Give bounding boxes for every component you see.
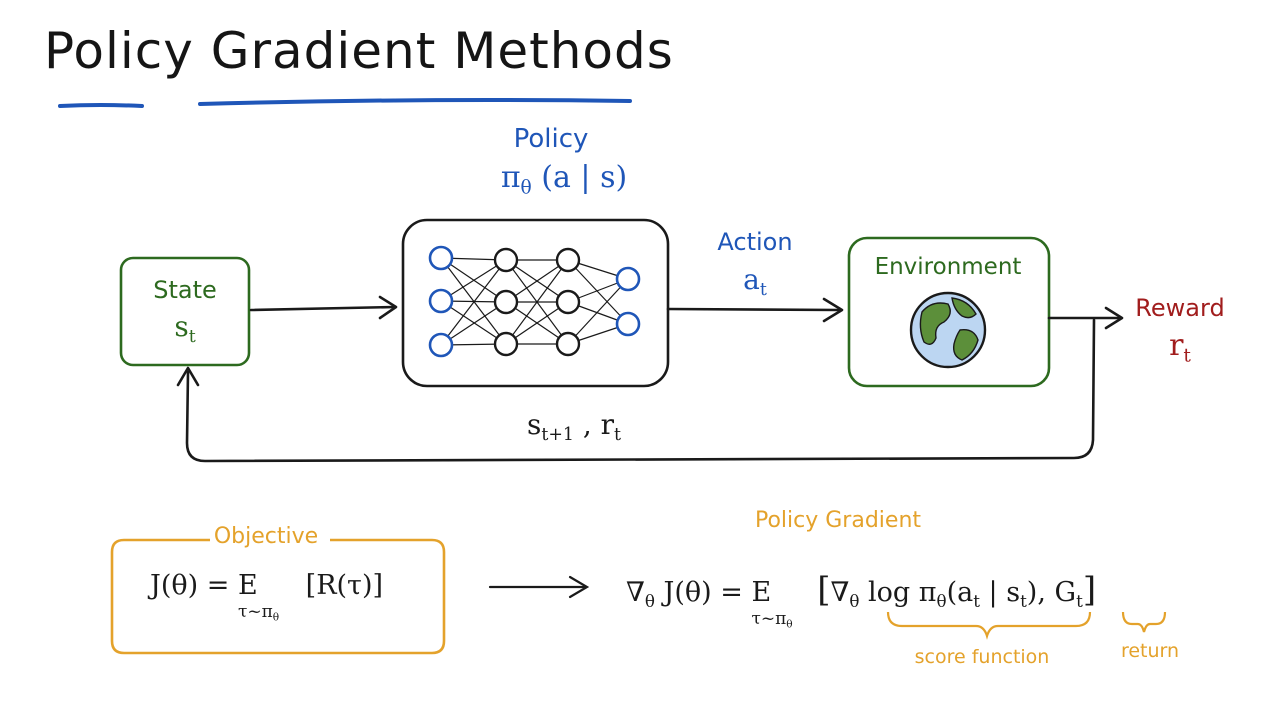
gradient-score-nabla: ∇ — [830, 577, 850, 608]
feedback-label: st+1 , rt — [527, 408, 621, 445]
reward-symbol-r: r — [1169, 328, 1184, 363]
feedback-r-sub: t — [614, 425, 622, 446]
flow-arrows — [176, 295, 1124, 463]
return-brace — [1121, 611, 1167, 633]
gradient-args-close: ), — [1026, 577, 1055, 608]
environment-label: Environment — [874, 254, 1022, 280]
policy-formula: πθ (a | s) — [501, 160, 627, 199]
feedback-loop-arrow — [185, 318, 1096, 463]
page-title: Policy Gradient Methods — [44, 22, 674, 80]
gradient-E: E — [751, 577, 772, 608]
input-node — [428, 288, 454, 314]
action-symbol: at — [743, 263, 767, 300]
hidden-node — [493, 331, 519, 357]
reward-symbol-sub: t — [1183, 345, 1191, 367]
input-node — [428, 332, 454, 358]
policy-theta: θ — [520, 177, 532, 199]
objective-E-sub: τ~πθ — [238, 602, 279, 624]
gradient-pi-theta: θ — [936, 590, 947, 611]
arrow-policy-to-environment — [666, 307, 842, 312]
state-symbol-s: s — [174, 310, 189, 343]
state-label: State — [153, 276, 217, 304]
objective-E: E — [237, 570, 258, 601]
feedback-s-sub: t+1 — [541, 425, 574, 446]
gradient-nabla: ∇ — [626, 577, 645, 608]
policy-label: Policy — [513, 124, 589, 154]
gradient-a-sub: t — [973, 590, 980, 611]
output-node — [615, 311, 641, 337]
state-symbol: st — [174, 310, 195, 347]
objective-lhs: J(θ) = — [150, 570, 238, 601]
hidden-node — [555, 331, 581, 357]
gradient-lhs: J(θ) = — [654, 577, 752, 608]
score-function-brace — [886, 611, 1092, 640]
policy-args: (a | s) — [541, 160, 628, 195]
policy-gradient-label: Policy Gradient — [754, 508, 922, 533]
reward-label: Reward — [1135, 294, 1225, 322]
objective-E-sub-text: τ~π — [237, 602, 273, 622]
score-function-label: score function — [914, 646, 1050, 668]
gradient-bar-s: | s — [979, 577, 1021, 608]
gradient-s-sub: t — [1020, 590, 1027, 611]
network-hidden-nodes — [493, 247, 581, 357]
globe-icon — [909, 291, 987, 369]
objective-E-sub-theta: θ — [272, 611, 280, 624]
action-label: Action — [717, 228, 793, 256]
title-underline-left — [58, 103, 144, 108]
policy-network-box — [401, 218, 670, 388]
objective-to-gradient-arrow — [488, 575, 590, 599]
arrow-state-to-policy — [249, 305, 396, 312]
output-node — [615, 266, 641, 292]
gradient-close-bracket: ] — [1082, 570, 1097, 610]
action-symbol-a: a — [743, 263, 760, 296]
action-symbol-sub: t — [759, 280, 767, 301]
reward-symbol: rt — [1169, 328, 1191, 367]
gradient-score-theta: θ — [849, 590, 860, 611]
network-connections — [440, 257, 629, 346]
state-box — [119, 256, 251, 367]
hidden-node — [493, 289, 519, 315]
hidden-node — [493, 247, 519, 273]
environment-box — [847, 236, 1051, 388]
hidden-node — [555, 247, 581, 273]
objective-label: Objective — [213, 524, 319, 549]
input-node — [428, 245, 454, 271]
gradient-G: G — [1054, 577, 1077, 608]
gradient-G-sub: t — [1076, 590, 1083, 611]
gradient-args-open: (a — [946, 577, 974, 608]
gradient-open-bracket: [ — [817, 570, 831, 610]
title-underline-right — [198, 98, 632, 106]
gradient-theta: θ — [644, 590, 655, 611]
gradient-E-sub: τ~πθ — [751, 609, 792, 631]
feedback-separator: , — [582, 408, 592, 441]
return-label: return — [1120, 640, 1180, 662]
network-input-nodes — [428, 245, 454, 358]
gradient-E-sub-theta: θ — [786, 618, 793, 631]
objective-body: [R(τ)] — [305, 570, 384, 601]
hidden-node — [555, 289, 581, 315]
feedback-r: r — [600, 408, 615, 441]
feedback-s: s — [526, 408, 542, 441]
gradient-E-sub-text: τ~π — [751, 609, 787, 629]
objective-box — [110, 538, 446, 655]
network-output-nodes — [615, 266, 641, 337]
policy-pi: π — [500, 160, 521, 195]
gradient-log-pi: log π — [859, 577, 937, 608]
state-symbol-sub: t — [188, 327, 196, 348]
